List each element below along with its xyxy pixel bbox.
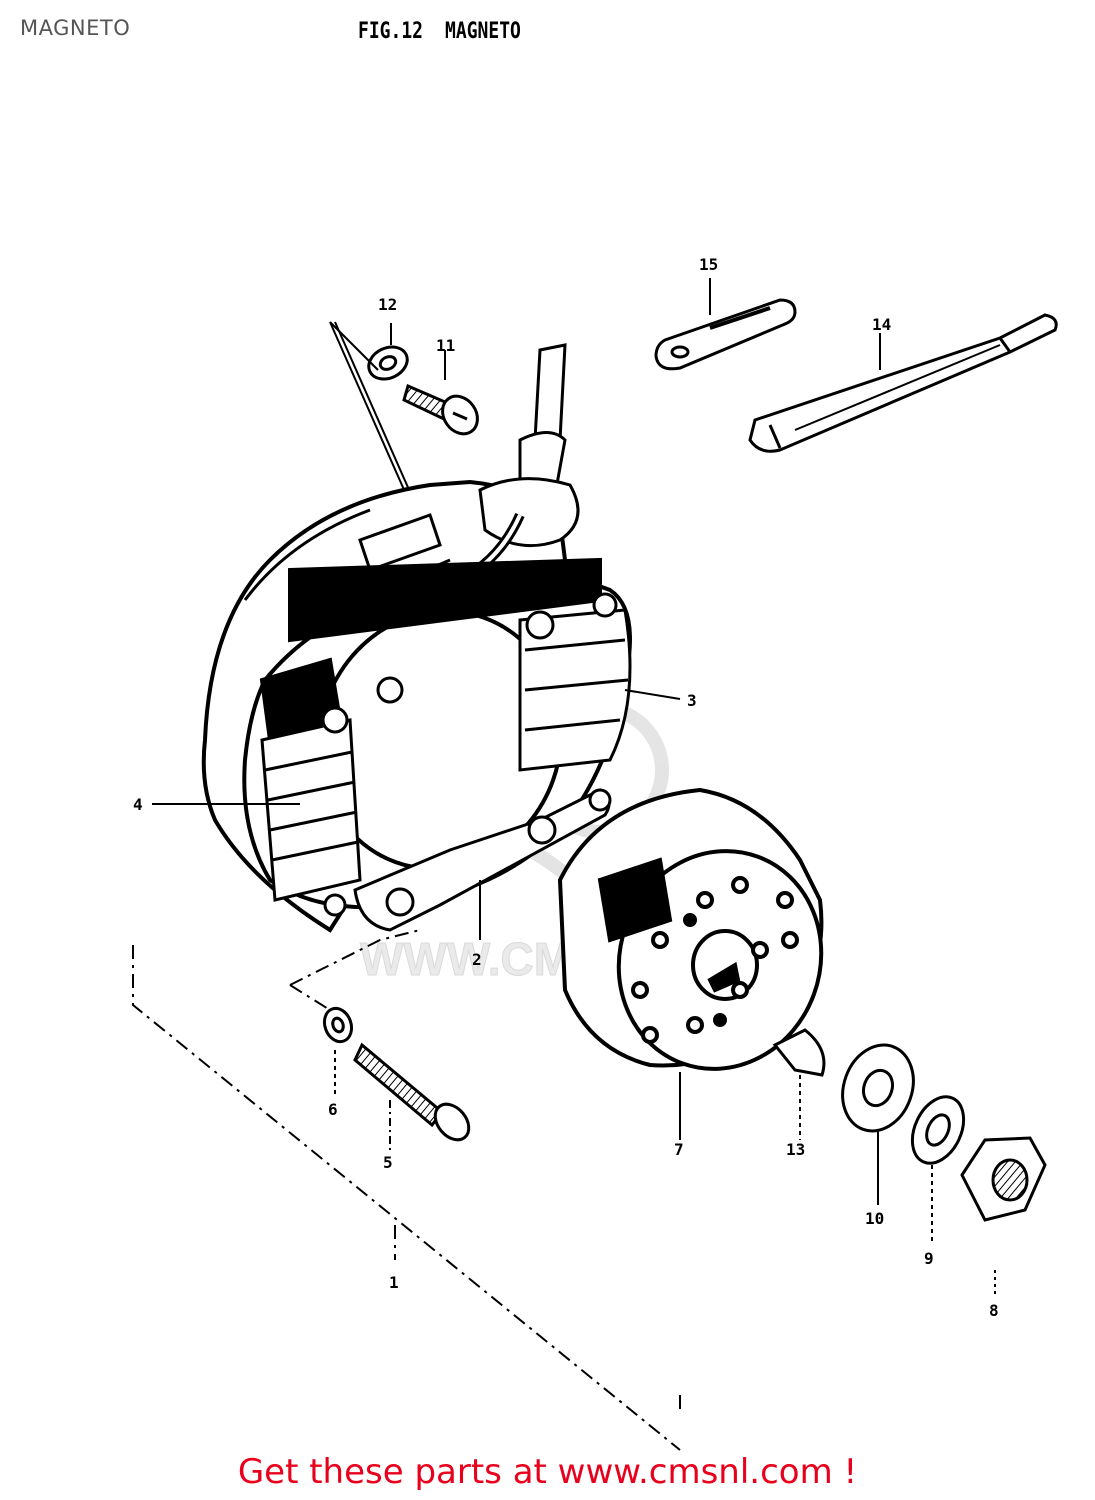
figure-title: MAGNETO	[445, 18, 521, 45]
cord-clamp-15	[654, 298, 797, 371]
callout-7: 7	[674, 1140, 684, 1159]
callout-3: 3	[687, 691, 697, 710]
key-13	[772, 1028, 826, 1077]
coil-4	[260, 706, 362, 917]
figure-number: FIG.12	[358, 18, 424, 45]
coil-3	[518, 592, 632, 772]
callout-13: 13	[786, 1140, 805, 1159]
callout-10: 10	[865, 1209, 884, 1228]
callout-5: 5	[383, 1153, 393, 1172]
flywheel-rotor-7	[557, 787, 824, 1071]
screw-11	[402, 383, 479, 436]
callout-2: 2	[472, 950, 482, 969]
washer-10	[841, 1043, 915, 1133]
washer-6	[322, 1006, 354, 1044]
callout-labels: 1 2 3 4 5 6 7 8 9 10 11 12 13 14 15	[133, 255, 999, 1320]
washer-12	[367, 345, 409, 381]
callout-1: 1	[389, 1273, 399, 1292]
nut-8	[960, 1136, 1047, 1222]
lock-washer-9	[910, 1095, 966, 1165]
plate-2	[353, 676, 612, 932]
callout-leaders	[152, 278, 996, 1295]
screw-5	[353, 1042, 471, 1142]
callout-9: 9	[924, 1249, 934, 1268]
page-title: MAGNETO	[20, 16, 131, 40]
callout-14: 14	[872, 315, 891, 334]
callout-12: 12	[378, 295, 397, 314]
callout-11: 11	[436, 336, 455, 355]
callout-4: 4	[133, 795, 143, 814]
footer-cta[interactable]: Get these parts at www.cmsnl.com !	[237, 1452, 858, 1492]
cable-tie-14	[748, 313, 1058, 453]
assembly-bracket	[132, 929, 681, 1451]
callout-8: 8	[989, 1301, 999, 1320]
callout-15: 15	[699, 255, 718, 274]
figure-caption: FIG.12 MAGNETO	[358, 18, 543, 44]
callout-6: 6	[328, 1100, 338, 1119]
